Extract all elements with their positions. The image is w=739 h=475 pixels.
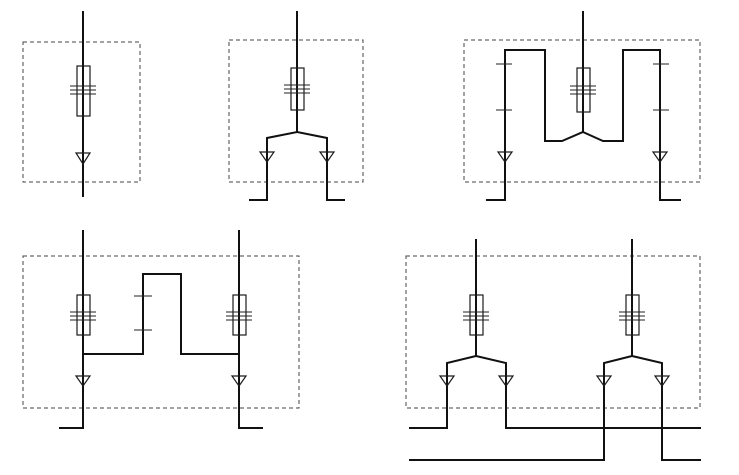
outlet-terminal-icon (438, 375, 456, 388)
panel-single-breaker-single-outlet (22, 11, 141, 197)
outlet-terminal-icon (318, 151, 336, 164)
enclosure-box (22, 255, 300, 409)
bypass-loop-left (486, 49, 585, 201)
disconnector-symbol (463, 294, 489, 336)
disconnector-symbol (284, 67, 310, 111)
bus-tie-loop (82, 273, 240, 355)
outlet-terminal-icon (595, 375, 613, 388)
panel-dual-breaker-double-outlets (405, 239, 701, 461)
disconnector-symbol (70, 294, 96, 336)
branch-split-right (409, 354, 701, 461)
outlet-terminal-icon (496, 151, 514, 164)
outlet-terminal-icon (74, 375, 92, 388)
outlet-terminal-icon (74, 152, 92, 166)
disconnector-symbol (226, 294, 252, 336)
branch-split-left (409, 354, 701, 429)
enclosure-box (22, 41, 141, 183)
branch-split-line (249, 130, 345, 201)
panel-single-breaker-with-bypass (463, 11, 701, 201)
panel-dual-breaker-bus-tie (22, 230, 300, 429)
outlet-terminal-icon (653, 375, 671, 388)
disconnector-symbol (570, 67, 596, 113)
outlet-terminal-icon (230, 375, 248, 388)
outlet-terminal-icon (651, 151, 669, 164)
outlet-terminal-icon (497, 375, 515, 388)
disconnector-symbol (70, 65, 96, 117)
panel-single-breaker-double-outlet (228, 11, 364, 201)
outlet-terminal-icon (258, 151, 276, 164)
bypass-loop-right (581, 49, 681, 201)
disconnector-symbol (619, 294, 645, 336)
enclosure-box (405, 255, 701, 409)
